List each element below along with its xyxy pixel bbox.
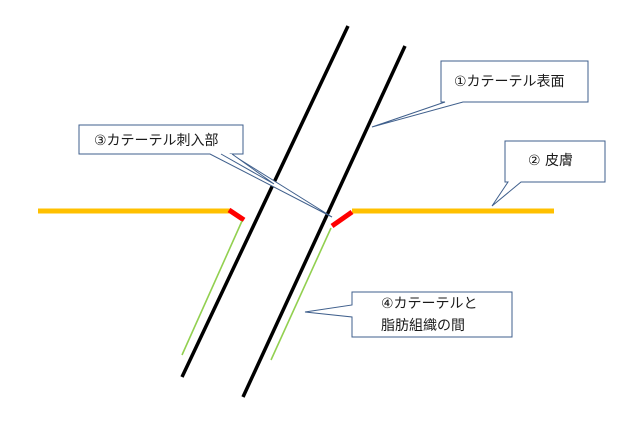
tissue-gap-line-right [270,227,332,361]
callout-skin [491,140,606,207]
callout-between [304,291,513,338]
callout-catheter-surface [371,60,589,128]
callout-between-text-line1: ④カテーテルと [381,296,478,312]
catheter-wall-right [241,45,407,398]
catheter-wall-left [180,25,350,378]
callout-catheter-surface-text: ①カテーテル表面 [454,74,565,90]
callout-catheter-insertion [78,124,333,218]
tissue-gap-line-left [181,220,243,356]
callout-between-text-line2: 脂肪組織の間 [381,318,465,334]
insertion-mark-left [227,207,246,223]
callout-skin-text: ② 皮膚 [528,153,573,169]
callout-catheter-insertion-text: ③カテーテル刺入部 [94,133,219,149]
callout-catheter-insertion-pointer2 [220,153,275,185]
insertion-mark-right [330,209,354,229]
